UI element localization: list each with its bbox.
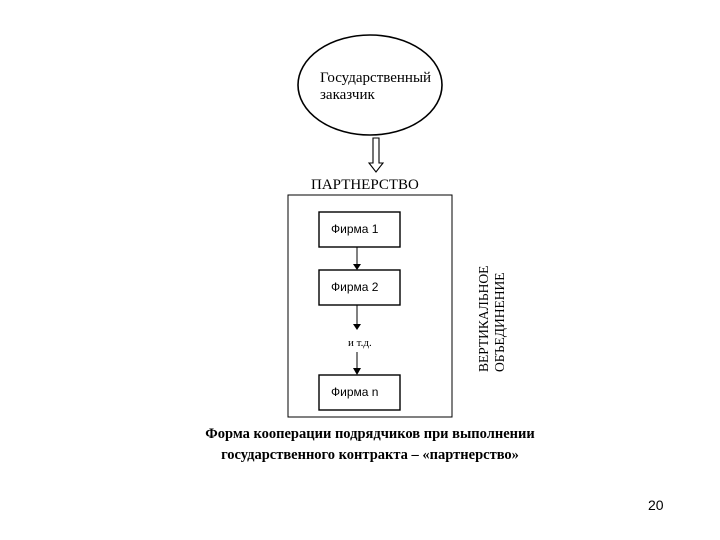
firm-2-label: Фирма 2	[331, 280, 379, 294]
customer-label-line2: заказчик	[320, 87, 375, 103]
vertical-association-label: ВЕРТИКАЛЬНОЕ ОБЪЕДИНЕНИЕ	[476, 232, 508, 372]
firm-n-label: Фирма n	[331, 385, 379, 399]
etc-label: и т.д.	[348, 337, 372, 349]
arrow-etc-to-firmn	[353, 352, 361, 375]
customer-label-line1: Государственный	[320, 70, 432, 86]
partnership-label: ПАРТНЕРСТВО	[311, 177, 419, 193]
caption-line1: Форма кооперации подрядчиков при выполне…	[205, 426, 535, 442]
page-number: 20	[648, 497, 664, 513]
caption-line2: государственного контракта – «партнерств…	[221, 447, 519, 463]
firm-box-n	[318, 374, 401, 411]
arrow-firm2-to-etc	[353, 305, 361, 330]
hollow-down-arrow-icon	[367, 137, 385, 173]
firm-1-label: Фирма 1	[331, 222, 379, 236]
vertical-label-line2: ОБЪЕДИНЕНИЕ	[492, 272, 507, 372]
firm-box-2	[318, 269, 401, 306]
customer-label: Государственный заказчик	[320, 70, 450, 104]
firm-box-1	[318, 211, 401, 248]
vertical-label-line1: ВЕРТИКАЛЬНОЕ	[476, 265, 491, 372]
figure-caption: Форма кооперации подрядчиков при выполне…	[160, 424, 580, 466]
customer-ellipse	[297, 34, 443, 136]
arrow-firm1-to-firm2	[353, 247, 361, 270]
